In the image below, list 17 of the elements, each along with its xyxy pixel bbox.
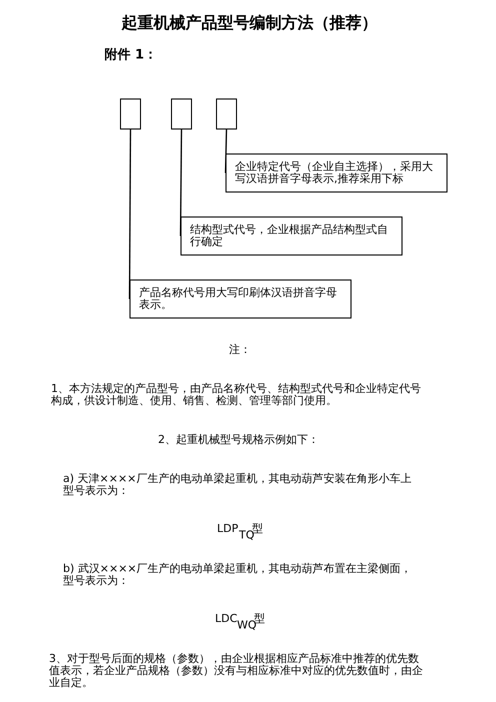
node-box: 结构型式代号，企业根据产品结构型式自行确定	[180, 216, 402, 256]
label: 3、对于型号后面的规格（参数），由企业根据相应产品标准中推荐的优先数值表示，若企业产品规格（参数）没有与相应标准中对应的优先数值时，由企业自定。	[49, 652, 423, 689]
diagram-title: 起重机械产品型号编制方法（推荐）	[122, 12, 378, 32]
label: b) 武汉××××厂生产的电动单梁起重机，其电动葫芦布置在主梁侧面，型号表示为：	[63, 562, 412, 587]
node-box: 企业特定代号（企业自主选择），采用大写汉语拼音字母表示,推荐采用下标	[226, 154, 448, 192]
label: 注：	[229, 342, 251, 356]
node-box	[171, 98, 192, 130]
label: 2、起重机械型号规格示例如下：	[158, 432, 319, 446]
label: a) 天津××××厂生产的电动单梁起重机，其电动葫芦安装在角形小车上型号表示为：	[63, 472, 412, 497]
connector	[224, 128, 228, 174]
connector	[128, 129, 132, 299]
node-box: 产品名称代号用大写印刷体汉语拼音字母表示。	[130, 280, 352, 318]
connector	[180, 129, 182, 236]
node-box	[216, 98, 237, 130]
label: 1、本方法规定的产品型号，由产品名称代号、结构型式代号和企业特定代号构成，供设计制造、使用、销售、检测、管理等部门使用。	[51, 382, 421, 407]
node-box	[120, 98, 141, 130]
label: 附件 1：	[104, 47, 158, 62]
